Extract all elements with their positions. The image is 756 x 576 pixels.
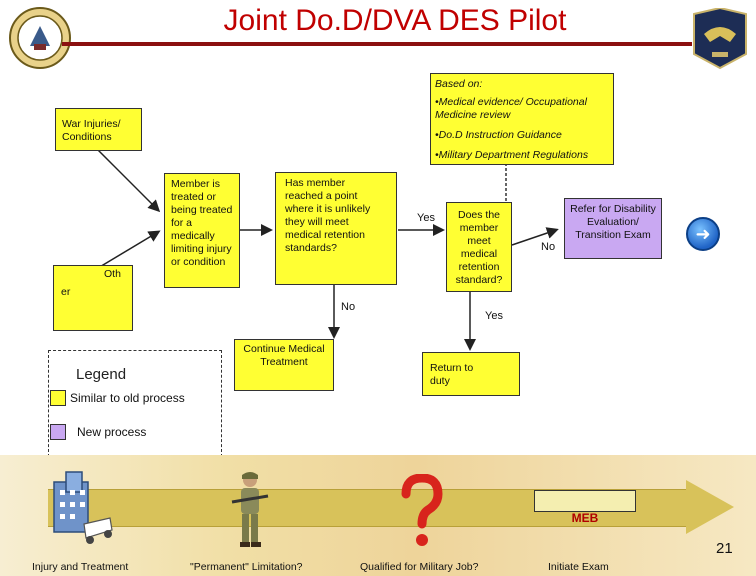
war-injuries-box: War Injuries/ Conditions	[55, 108, 142, 151]
page-number: 21	[716, 540, 733, 557]
based-on-item: •Do.D Instruction Guidance	[435, 129, 562, 141]
army-seal-icon	[8, 6, 72, 70]
question-mark-icon	[398, 473, 446, 550]
based-on-box: Based on: •Medical evidence/ Occupationa…	[430, 73, 614, 165]
legend-swatch-old	[50, 390, 66, 406]
timeline-label: Injury and Treatment	[32, 561, 129, 573]
page-title: Joint Do.D/DVA DES Pilot	[223, 4, 567, 37]
meb-box	[534, 490, 636, 512]
based-on-heading: Based on:	[435, 78, 483, 90]
legend-label-new: New process	[77, 425, 147, 439]
refer-box: Refer for Disability Evaluation/ Transit…	[564, 198, 662, 259]
return-box: Return to duty	[422, 352, 520, 396]
hospital-icon	[40, 468, 120, 548]
timeline-arrow-head	[686, 480, 734, 534]
other-label-cont: er	[61, 286, 71, 298]
reached-point-label: Has member reached a point where it is u…	[285, 177, 371, 254]
other-box	[53, 265, 133, 331]
legend-label-old: Similar to old process	[70, 391, 185, 405]
legend-swatch-new	[50, 424, 66, 440]
based-on-item: •Military Department Regulations	[435, 149, 589, 161]
meet-standard-label: Does the member meet medical retention s…	[455, 209, 503, 286]
refer-label: Refer for Disability Evaluation/ Transit…	[570, 203, 656, 241]
treated-box: Member is treated or being treated for a…	[164, 173, 240, 288]
timeline-label: Initiate Exam	[548, 561, 609, 573]
title-divider	[62, 42, 692, 46]
yes-label: Yes	[485, 310, 503, 322]
other-label: Oth	[104, 268, 121, 280]
treated-label: Member is treated or being treated for a…	[171, 178, 233, 268]
continue-label: Continue Medical Treatment	[243, 343, 325, 368]
based-on-item: •Medical evidence/ Occupational Medicine…	[435, 96, 587, 121]
war-injuries-label: War Injuries/ Conditions	[62, 118, 121, 143]
return-label: Return to duty	[430, 362, 474, 387]
next-arrow-icon[interactable]: ➜	[686, 217, 720, 251]
continue-box: Continue Medical Treatment	[234, 339, 334, 391]
meb-label: MEB	[571, 511, 599, 525]
legend-title: Legend	[76, 366, 127, 383]
yes-label: Yes	[417, 212, 435, 224]
no-label: No	[541, 241, 556, 253]
eagle-crest-icon	[690, 6, 750, 70]
meet-standard-box: Does the member meet medical retention s…	[446, 202, 512, 292]
reached-point-box: Has member reached a point where it is u…	[275, 172, 397, 285]
no-label: No	[341, 301, 356, 313]
timeline-label: "Permanent" Limitation?	[190, 561, 303, 573]
soldier-icon	[222, 470, 278, 550]
timeline-label: Qualified for Military Job?	[360, 561, 479, 573]
